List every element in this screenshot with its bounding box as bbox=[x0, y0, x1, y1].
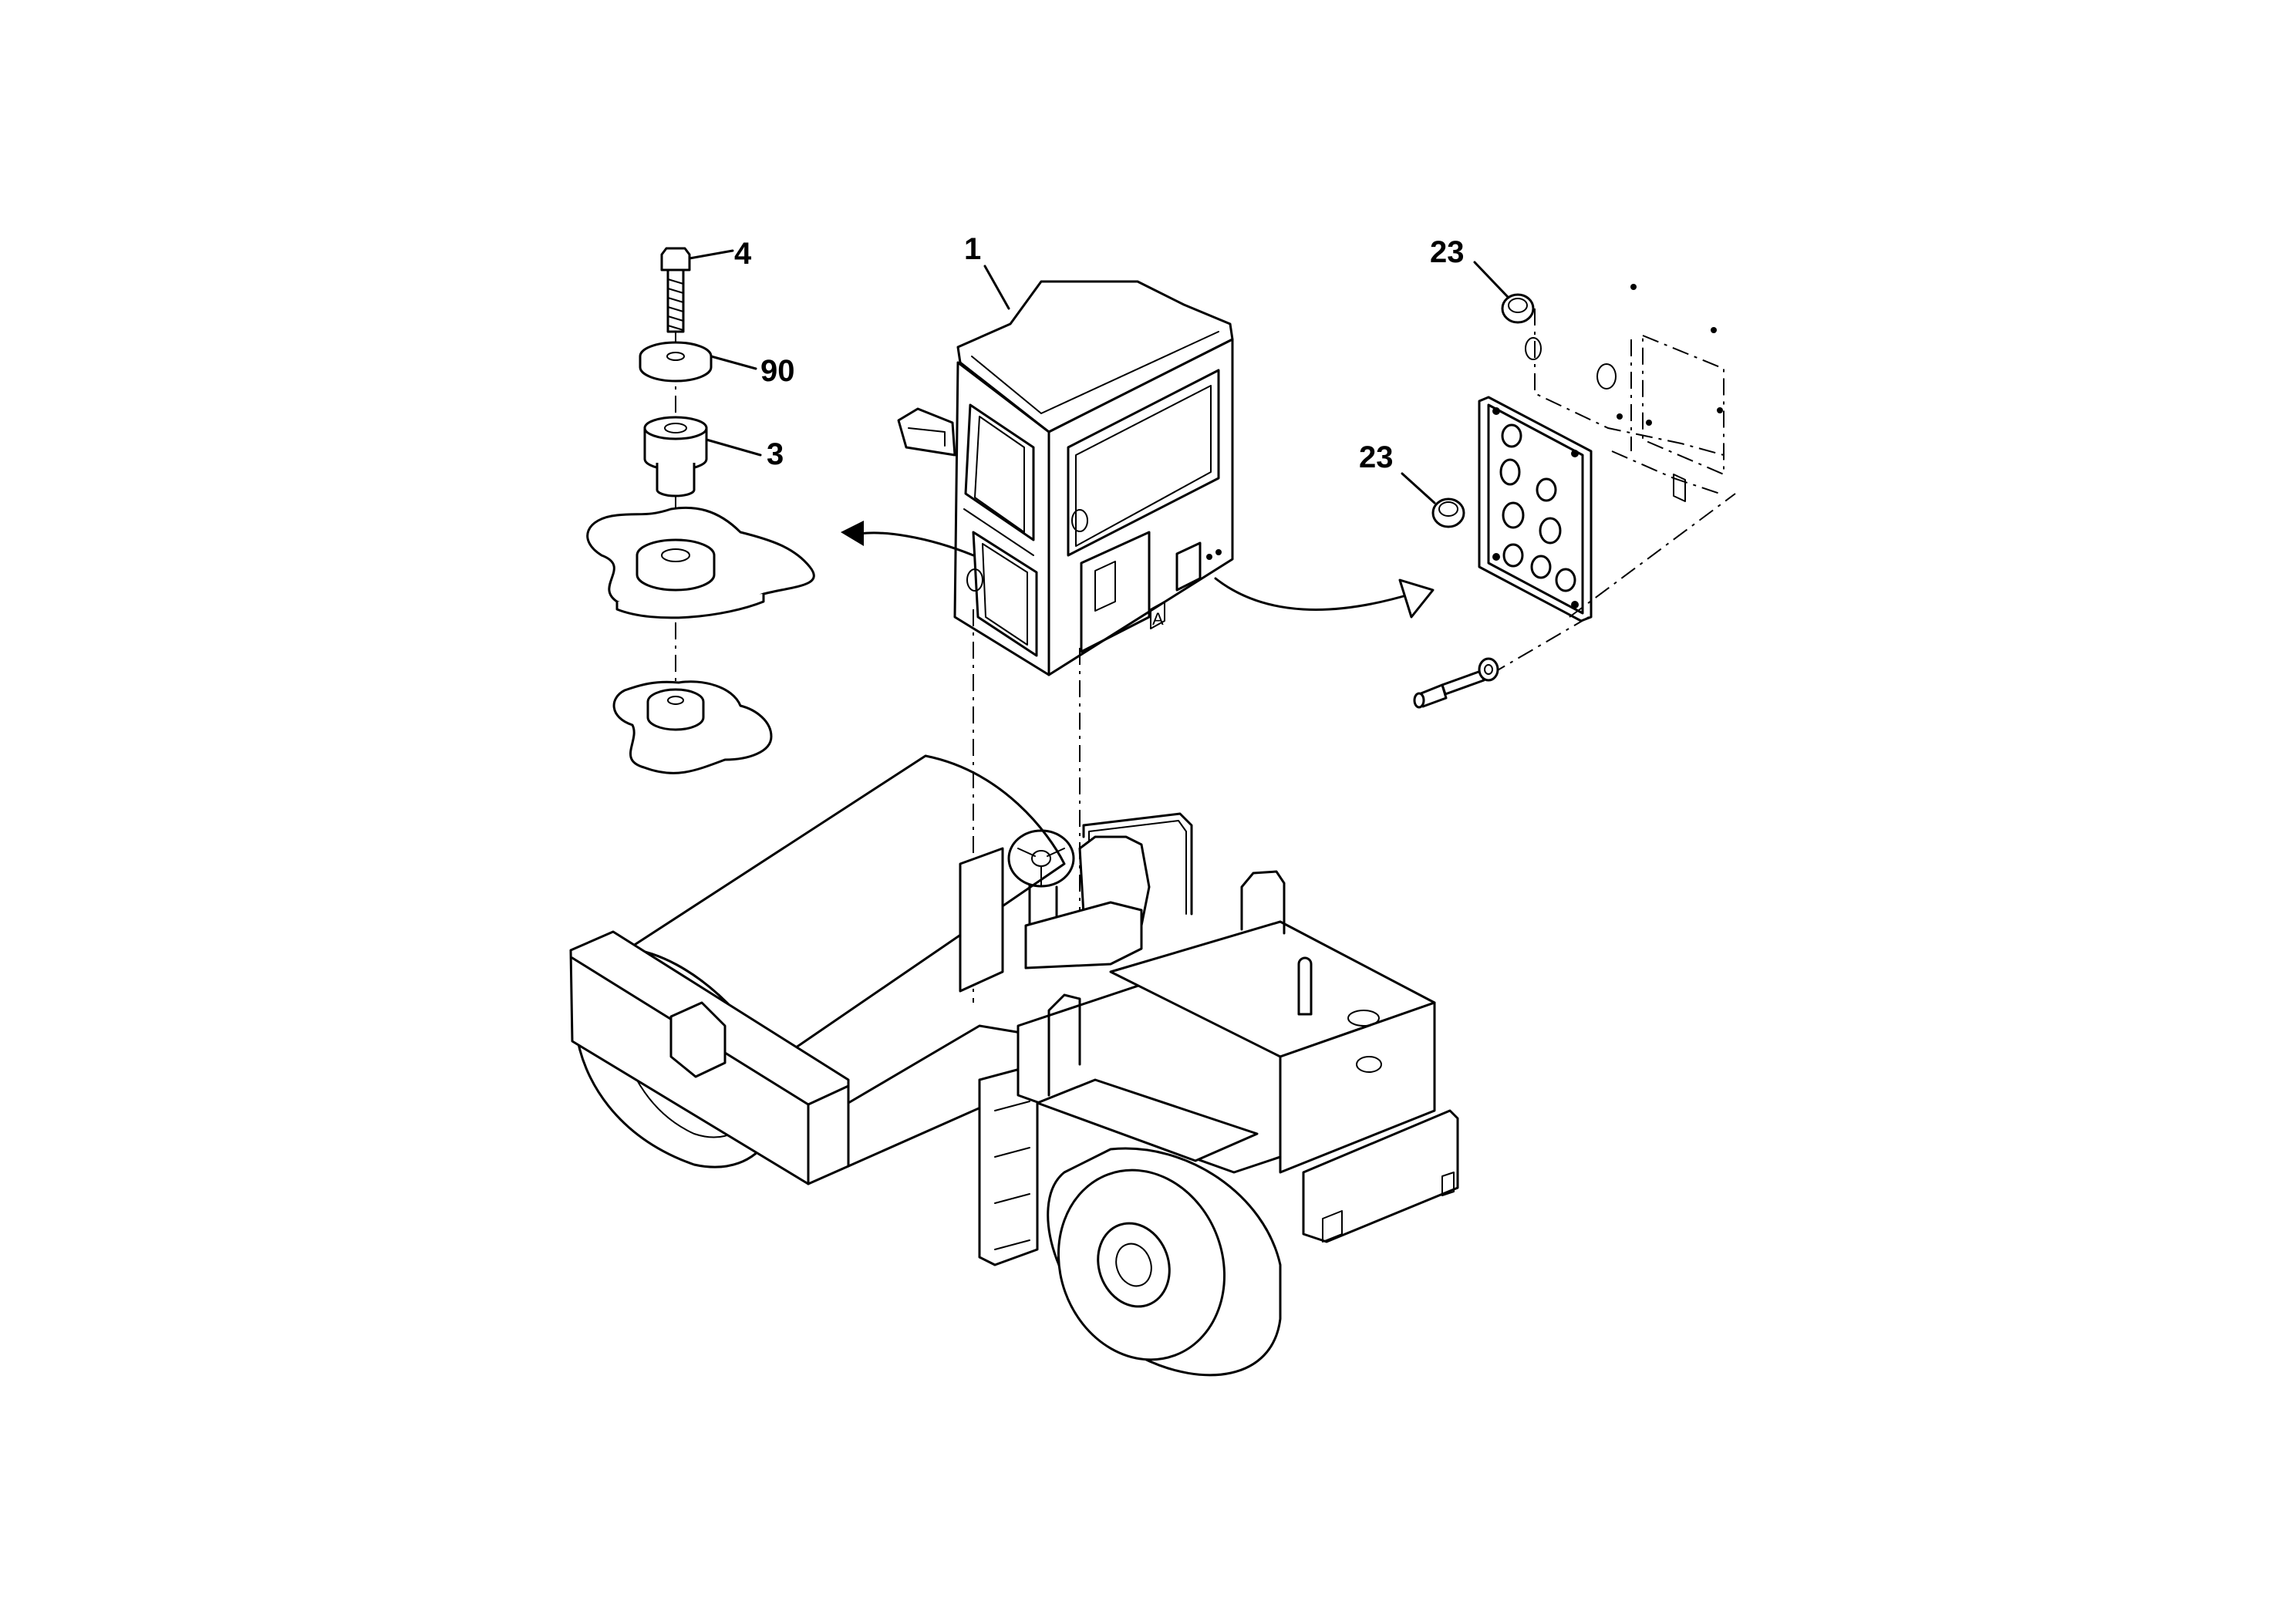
rear-wheel bbox=[1047, 1147, 1282, 1377]
cab-mount-assembly bbox=[586, 247, 815, 774]
roller-compactor bbox=[569, 609, 1459, 1377]
callout-4: 4 bbox=[734, 237, 752, 271]
connector-plate-assembly bbox=[1401, 261, 1736, 709]
cab-assembly: A bbox=[841, 265, 1435, 676]
plate-bolt-part bbox=[1413, 657, 1499, 709]
callout-23-bottom: 23 bbox=[1359, 440, 1394, 474]
callout-1: 1 bbox=[964, 232, 981, 266]
cab-detail-label: A bbox=[1152, 609, 1164, 629]
bolt-part bbox=[660, 247, 691, 333]
plug-part-top bbox=[1501, 293, 1535, 324]
washer-part bbox=[639, 341, 713, 383]
plug-part-bottom bbox=[1431, 497, 1465, 528]
lower-mount-frame bbox=[612, 680, 773, 774]
callout-3: 3 bbox=[767, 437, 784, 471]
callout-23-top: 23 bbox=[1430, 235, 1465, 269]
upper-mount-plate bbox=[586, 506, 815, 619]
callout-90: 90 bbox=[760, 354, 795, 388]
rubber-mount-part bbox=[643, 416, 708, 497]
